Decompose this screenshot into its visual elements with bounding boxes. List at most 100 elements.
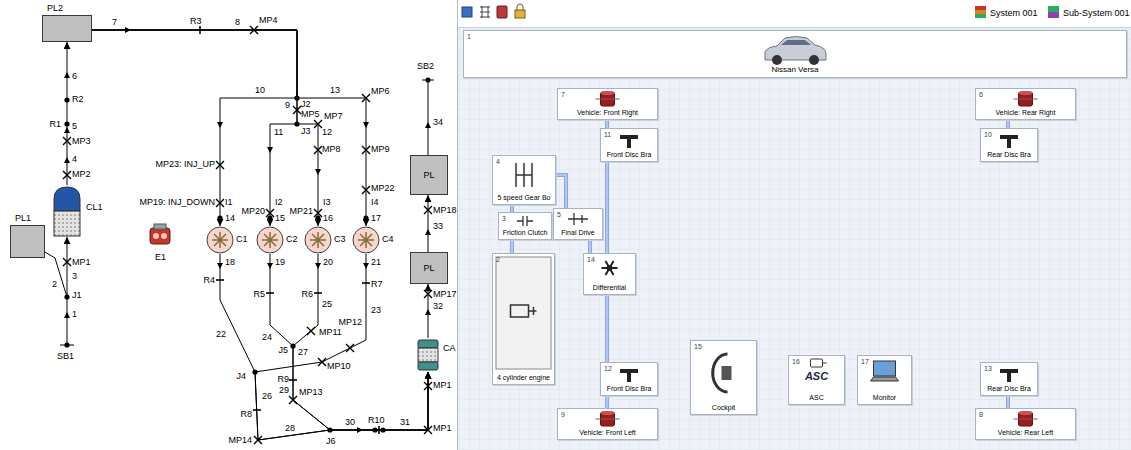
component-box: 11Front Disc Bra xyxy=(600,128,658,162)
connector-group xyxy=(67,42,68,185)
node-label: Vehicle: Rear Left xyxy=(998,429,1053,436)
callout-label: MP18 xyxy=(433,206,457,215)
bus-connector xyxy=(556,175,566,208)
toolbar-icons xyxy=(462,4,1059,18)
callout-number: 10 xyxy=(984,131,992,138)
callout-number: 5 xyxy=(557,211,561,218)
drawing-circle xyxy=(425,77,430,82)
combustion-chamber: C1 xyxy=(206,226,234,254)
node-label: Front Disc Bra xyxy=(607,151,652,158)
connector-group xyxy=(255,254,428,440)
callout-label: R4 xyxy=(203,276,215,285)
node-icon xyxy=(206,226,234,254)
drawing-rect xyxy=(1048,12,1059,18)
callout-number: 15 xyxy=(694,343,702,350)
node-label: Vehicle: Front Right xyxy=(577,109,638,116)
node-label: Front Disc Bra xyxy=(607,385,652,392)
drawing-rect xyxy=(515,10,525,18)
drawing-line xyxy=(457,27,1131,28)
callout-number: 6 xyxy=(979,91,983,98)
node-label: Monitor xyxy=(873,394,896,401)
drawing-rect xyxy=(457,0,1131,27)
component-box: 10Rear Disc Bra xyxy=(980,128,1038,162)
drawing-path xyxy=(60,297,74,345)
node-label: Nissan Versa xyxy=(771,66,818,74)
node-label: CL1 xyxy=(86,203,103,212)
bus-connector-core xyxy=(1007,120,1008,128)
pipe-line xyxy=(92,30,318,226)
node-label: C1 xyxy=(236,235,248,244)
callout-label: MP4 xyxy=(259,16,278,25)
connector-group xyxy=(45,237,67,297)
callout-label: 19 xyxy=(275,258,285,267)
drawing-rect xyxy=(975,14,986,18)
component-box: 14Differential xyxy=(583,253,636,295)
callout-label: 12 xyxy=(322,128,332,137)
drawing-rect xyxy=(462,7,472,17)
junction-dots xyxy=(64,77,430,432)
component-box: 16ASCASC xyxy=(788,355,845,405)
callout-label: 3 xyxy=(72,272,77,281)
callout-number: 2 xyxy=(496,256,500,263)
pipe-line xyxy=(92,30,297,226)
canister: CA xyxy=(417,338,439,372)
connector-group xyxy=(512,240,513,253)
callout-label: MP1 xyxy=(433,424,452,433)
callout-label: R5 xyxy=(253,290,265,299)
callout-label: 13 xyxy=(330,86,340,95)
callout-label: I4 xyxy=(371,198,379,207)
component-box: 7Vehicle: Front Right xyxy=(557,88,658,120)
callout-label: MP19: INJ_DOWN xyxy=(139,198,215,207)
callout-label: MP7 xyxy=(324,112,343,121)
callout-label: R7 xyxy=(371,280,383,289)
pump-cylinder: CL1 xyxy=(53,185,81,237)
callout-number: 7 xyxy=(561,91,565,98)
callout-label: Sub-System 001 xyxy=(1063,9,1130,18)
vehicle-band: 1Nissan Versa xyxy=(463,30,1127,78)
component-box: 12Front Disc Bra xyxy=(600,362,658,396)
bus-connector-core xyxy=(556,175,566,208)
callout-label: 18 xyxy=(225,258,235,267)
node-icon xyxy=(492,253,555,385)
pipe-line xyxy=(92,30,366,226)
callout-number: 17 xyxy=(861,358,869,365)
callout-label: 29 xyxy=(279,386,289,395)
connector-group xyxy=(92,30,318,226)
node-label: Vehicle: Front Left xyxy=(579,429,635,436)
callout-label: 17 xyxy=(371,214,381,223)
node-label: PL xyxy=(423,264,434,273)
callout-label: R8 xyxy=(240,410,252,419)
callout-label: E1 xyxy=(155,253,166,262)
node-icon xyxy=(304,226,332,254)
pipe-line xyxy=(293,254,428,430)
callout-label: I1 xyxy=(225,198,233,207)
callout-label: MP6 xyxy=(371,87,390,96)
bus-connector xyxy=(605,162,609,253)
callout-label: SB2 xyxy=(417,62,434,71)
node-label: ASC xyxy=(809,394,823,401)
drawing-path xyxy=(480,6,490,18)
callout-label: 32 xyxy=(433,302,443,311)
drawing-path xyxy=(422,80,434,155)
callout-label: R9 xyxy=(277,375,289,384)
callout-number: 13 xyxy=(984,365,992,372)
measure-points xyxy=(63,26,432,444)
callout-label: 24 xyxy=(262,333,272,342)
bus-connector xyxy=(605,120,609,128)
combustion-chamber: C4 xyxy=(352,226,380,254)
callout-label: R3 xyxy=(190,17,202,26)
callout-label: 2 xyxy=(52,280,57,289)
callout-label: 15 xyxy=(275,214,285,223)
node-label: C3 xyxy=(334,235,346,244)
callout-label: 21 xyxy=(371,258,381,267)
pipe-line xyxy=(45,237,67,297)
flow-arrows xyxy=(64,27,431,433)
callout-label: MP3 xyxy=(72,137,91,146)
callout-label: 11 xyxy=(274,128,283,137)
connector-group xyxy=(556,175,566,208)
callout-label: R6 xyxy=(301,290,313,299)
connector-group xyxy=(607,396,608,408)
bus-connector xyxy=(510,205,514,212)
drawing-circle xyxy=(161,233,167,239)
node-label: C2 xyxy=(286,235,298,244)
